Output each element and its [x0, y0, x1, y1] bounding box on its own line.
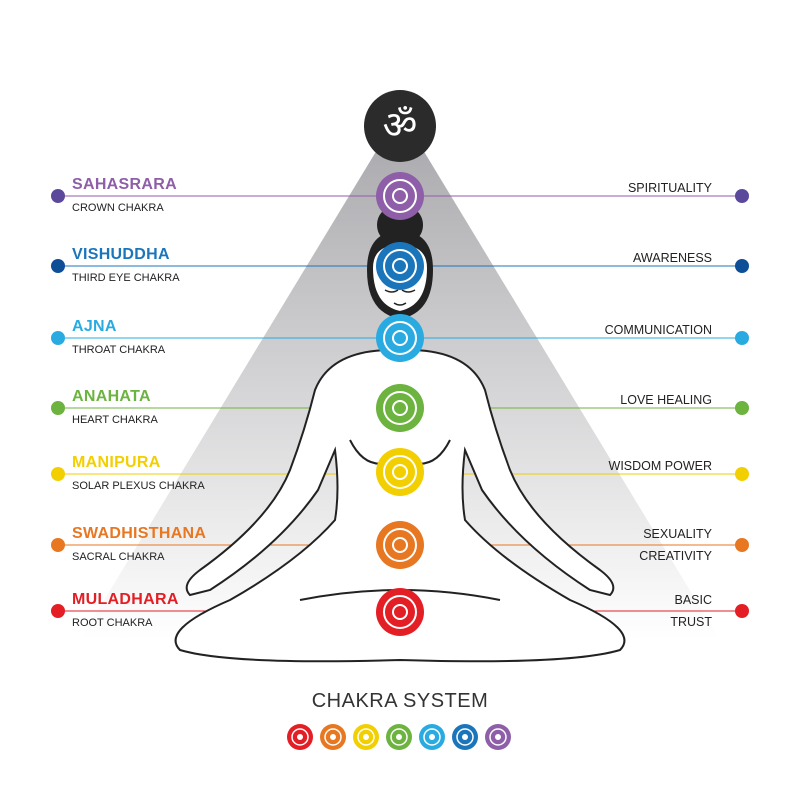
- mini-square-icon: [287, 724, 313, 750]
- chakra-name: MULADHARA: [72, 591, 179, 608]
- chakra-subtitle: ROOT CHAKRA: [72, 617, 153, 629]
- left-dot: [51, 604, 65, 618]
- left-dot: [51, 331, 65, 345]
- chakra-row: AJNA THROAT CHAKRA COMMUNICATION: [0, 318, 800, 356]
- chakra-subtitle: THIRD EYE CHAKRA: [72, 272, 180, 284]
- mini-eye-icon: [452, 724, 478, 750]
- right-dot: [735, 538, 749, 552]
- chakra-name: VISHUDDHA: [72, 246, 170, 263]
- meaning-line: CREATIVITY: [639, 549, 712, 563]
- square-icon: [376, 588, 424, 636]
- right-dot: [735, 467, 749, 481]
- star-icon: [376, 384, 424, 432]
- meaning-line: SPIRITUALITY: [627, 181, 712, 195]
- left-dot: [51, 401, 65, 415]
- mini-lotus-icon: [485, 724, 511, 750]
- mini-crescent-icon: [320, 724, 346, 750]
- right-dot: [735, 331, 749, 345]
- chakra-meaning: BASIC TRUST: [670, 589, 712, 633]
- mini-star-icon: [386, 724, 412, 750]
- om-symbol: ॐ: [382, 103, 418, 147]
- chakra-row: VISHUDDHA THIRD EYE CHAKRA AWARENESS: [0, 246, 800, 284]
- left-dot: [51, 538, 65, 552]
- meaning-line: SEXUALITY: [643, 527, 712, 541]
- mini-triangle-icon: [353, 724, 379, 750]
- chakra-subtitle: THROAT CHAKRA: [72, 344, 166, 356]
- chakra-name: SWADHISTHANA: [72, 525, 207, 542]
- triangle-icon: [376, 448, 424, 496]
- meaning-line: WISDOM POWER: [608, 459, 712, 473]
- chakra-subtitle: HEART CHAKRA: [72, 414, 158, 426]
- chakra-row: SWADHISTHANA SACRAL CHAKRA SEXUALITY CREA…: [0, 525, 800, 563]
- mini-throat-icon: [419, 724, 445, 750]
- diagram-title: CHAKRA SYSTEM: [311, 690, 489, 712]
- meaning-line: LOVE HEALING: [620, 393, 712, 407]
- chakra-subtitle: CROWN CHAKRA: [72, 202, 164, 214]
- left-dot: [51, 259, 65, 273]
- meaning-line: AWARENESS: [633, 251, 712, 265]
- chakra-meaning: SPIRITUALITY: [628, 178, 712, 198]
- meaning-line: TRUST: [670, 615, 712, 629]
- meaning-line: BASIC: [674, 593, 712, 607]
- chakra-meaning: LOVE HEALING: [620, 390, 712, 410]
- chakra-meaning: SEXUALITY CREATIVITY: [639, 523, 712, 567]
- chakra-name: AJNA: [72, 318, 117, 335]
- chakra-name: ANAHATA: [72, 388, 151, 405]
- om-badge: [364, 90, 436, 162]
- lotus-icon: [376, 172, 424, 220]
- right-dot: [735, 259, 749, 273]
- chakra-row: MULADHARA ROOT CHAKRA BASIC TRUST: [0, 591, 800, 629]
- chakra-name: MANIPURA: [72, 454, 161, 471]
- chakra-meaning: AWARENESS: [633, 248, 712, 268]
- right-dot: [735, 401, 749, 415]
- chakra-subtitle: SACRAL CHAKRA: [72, 551, 165, 563]
- crescent-icon: [376, 521, 424, 569]
- chakra-name: SAHASRARA: [72, 176, 177, 193]
- chakra-meaning: COMMUNICATION: [605, 320, 712, 340]
- right-dot: [735, 189, 749, 203]
- chakra-meaning: WISDOM POWER: [609, 456, 712, 476]
- left-dot: [51, 467, 65, 481]
- right-dot: [735, 604, 749, 618]
- chakra-row: ANAHATA HEART CHAKRA LOVE HEALING: [0, 388, 800, 426]
- meaning-line: COMMUNICATION: [604, 323, 712, 337]
- throat-icon: [376, 314, 424, 362]
- left-dot: [51, 189, 65, 203]
- chakra-row: SAHASRARA CROWN CHAKRA SPIRITUALITY: [0, 176, 800, 214]
- eye-icon: [376, 242, 424, 290]
- chakra-subtitle: SOLAR PLEXUS CHAKRA: [72, 480, 205, 492]
- chakra-row: MANIPURA SOLAR PLEXUS CHAKRA WISDOM POWE…: [0, 454, 800, 492]
